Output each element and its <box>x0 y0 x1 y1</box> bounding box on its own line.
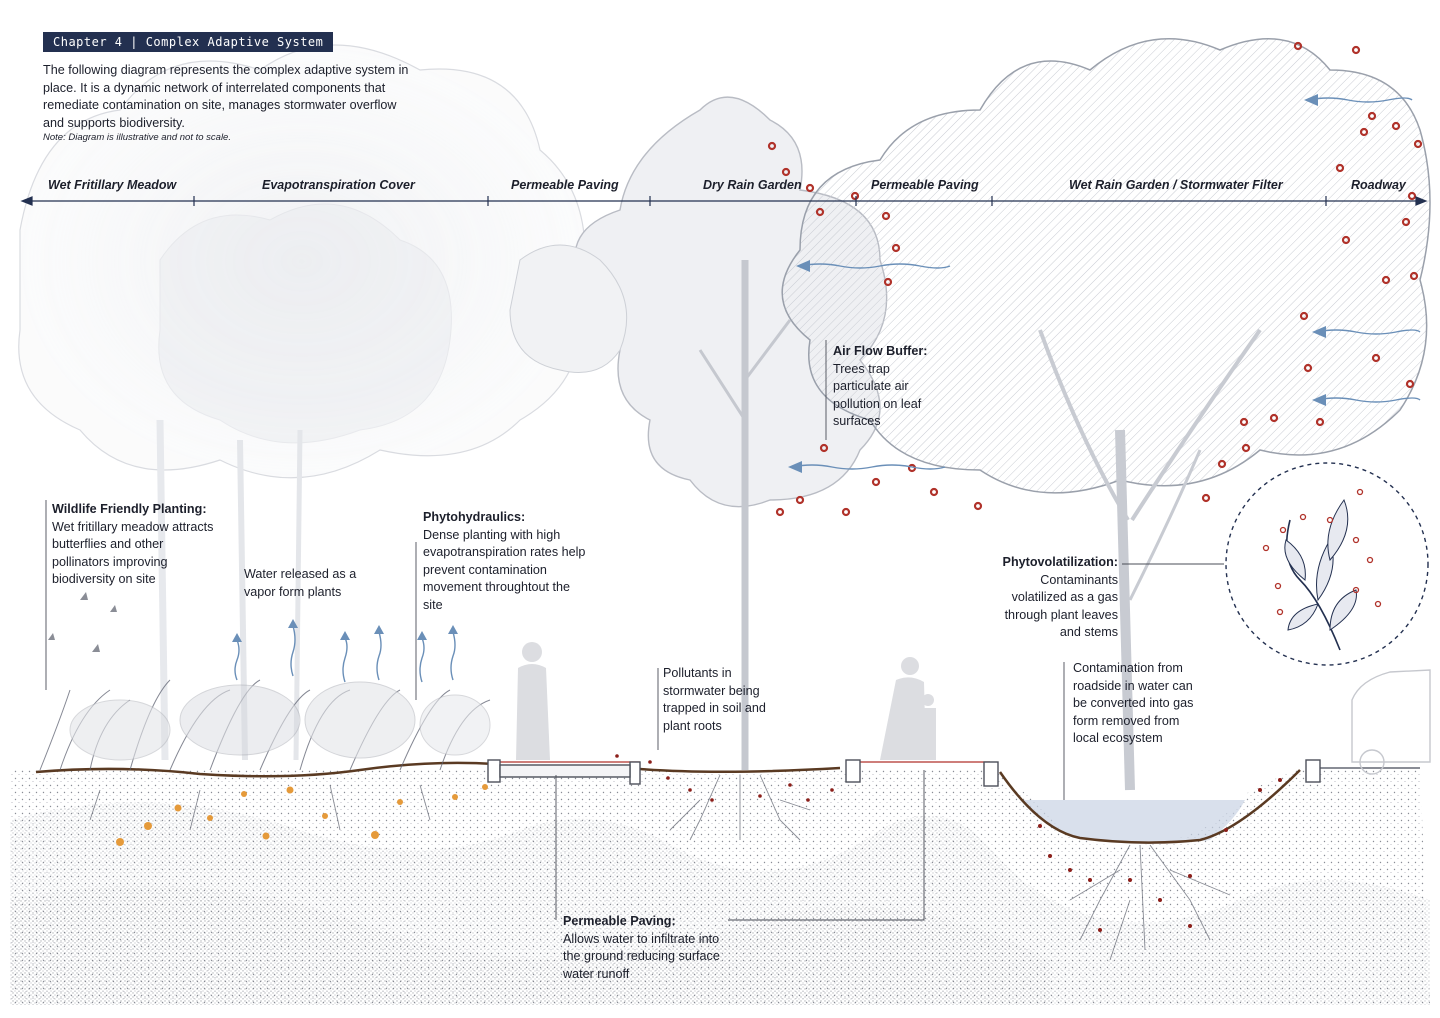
soil-pollutants <box>615 754 1282 932</box>
leader-lines <box>45 340 1224 921</box>
annotation-body: Wet fritillary meadow attracts butterfli… <box>52 519 214 587</box>
annotation-title: Phytohydraulics: <box>423 510 526 524</box>
meadow-planting <box>39 679 491 771</box>
annotation-body: Contaminants volatilized as a gas throug… <box>1004 572 1118 640</box>
zone-label-dry-rain-garden: Dry Rain Garden <box>703 178 802 192</box>
annotation-title: Phytovolatilization: <box>1002 555 1118 569</box>
vapor-arrows <box>234 625 456 683</box>
phytovolatilization-detail <box>1225 462 1429 666</box>
annotation-phytovolatilization: Phytovolatilization: Contaminants volati… <box>996 554 1118 642</box>
zone-label-permeable-paving-2: Permeable Paving <box>871 178 979 192</box>
annotation-title: Wildlife Friendly Planting: <box>52 502 207 516</box>
airflow-arrows <box>791 97 1421 470</box>
background-trees <box>18 44 586 761</box>
annotation-roadside-contamination: Contamination from roadside in water can… <box>1073 660 1208 748</box>
airflow-arrowheads <box>788 94 1326 473</box>
annotation-body: Trees trap particulate air pollution on … <box>833 361 922 429</box>
intro-note: Note: Diagram is illustrative and not to… <box>43 132 231 143</box>
pollen-dots <box>116 784 488 846</box>
annotation-phytohydraulics: Phytohydraulics: Dense planting with hig… <box>423 509 593 614</box>
butterfly-icons <box>48 592 117 652</box>
annotation-title: Air Flow Buffer: <box>833 344 928 358</box>
annotation-title: Permeable Paving: <box>563 914 676 928</box>
ground-lines <box>35 761 1420 844</box>
soil-section <box>10 765 1430 1005</box>
zone-label-permeable-paving-1: Permeable Paving <box>511 178 619 192</box>
zone-label-evapotranspiration-cover: Evapotranspiration Cover <box>262 178 415 192</box>
pollutant-particles <box>767 41 1423 517</box>
zone-axis <box>20 196 1428 206</box>
vapor-arrowheads <box>232 619 458 642</box>
annotation-vapor: Water released as a vapor form plants <box>244 566 384 601</box>
zone-label-roadway: Roadway <box>1351 178 1406 192</box>
root-systems <box>89 774 1231 961</box>
annotation-body: Pollutants in stormwater being trapped i… <box>663 666 766 733</box>
zone-label-wet-fritillary-meadow: Wet Fritillary Meadow <box>48 178 177 192</box>
annotation-air-flow-buffer: Air Flow Buffer: Trees trap particulate … <box>833 343 943 431</box>
annotation-body: Contamination from roadside in water can… <box>1073 661 1194 745</box>
wet-garden-tree <box>781 38 1431 791</box>
annotation-body: Water released as a vapor form plants <box>244 567 357 599</box>
car-outline <box>1351 669 1431 775</box>
chapter-tag: Chapter 4 | Complex Adaptive System <box>43 32 334 52</box>
people-silhouettes <box>516 642 936 760</box>
annotation-permeable-paving: Permeable Paving: Allows water to infilt… <box>563 913 728 983</box>
annotation-body: Dense planting with high evapotranspirat… <box>423 527 586 612</box>
annotation-wildlife-planting: Wildlife Friendly Planting: Wet fritilla… <box>52 501 222 589</box>
curbs <box>487 759 1321 787</box>
dry-garden-tree <box>509 96 888 770</box>
annotation-pollutants: Pollutants in stormwater being trapped i… <box>663 665 788 735</box>
intro-paragraph: The following diagram represents the com… <box>43 63 409 130</box>
zone-label-wet-rain-garden: Wet Rain Garden / Stormwater Filter <box>1069 178 1283 192</box>
intro-text: The following diagram represents the com… <box>43 62 413 143</box>
annotation-body: Allows water to infiltrate into the grou… <box>563 931 720 981</box>
